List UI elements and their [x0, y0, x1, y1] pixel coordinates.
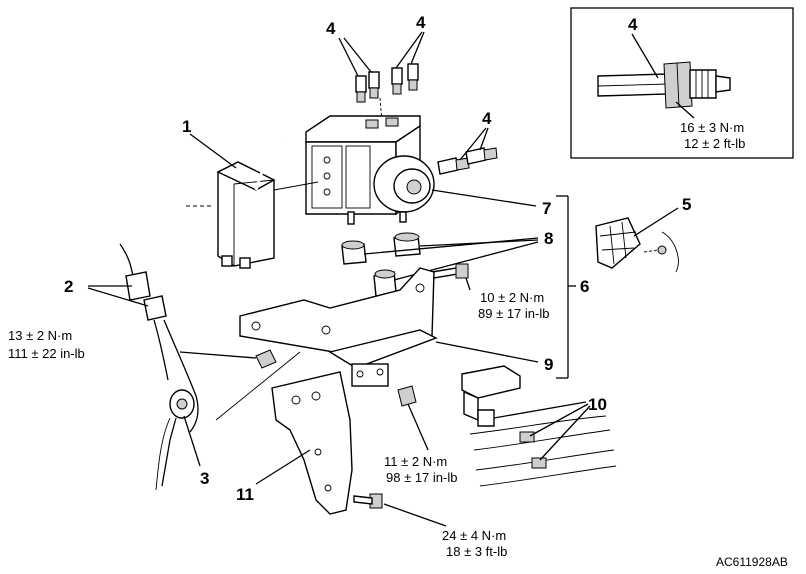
lower-bracket: [255, 371, 353, 515]
torque-lower-nm: 11 ± 2 N·m: [384, 454, 447, 469]
torque-left-nm: 13 ± 2 N·m: [8, 328, 72, 343]
callout-6: 6: [580, 277, 589, 296]
callout-2: 2: [64, 277, 73, 296]
lower-mounting-nut: [397, 385, 429, 451]
wheel-speed-sensor: [87, 243, 301, 491]
torque-lower-inlb: 98 ± 17 in-lb: [386, 470, 457, 485]
torque-bottom-nm: 24 ± 4 N·m: [442, 528, 506, 543]
callout-7: 7: [542, 199, 551, 218]
abs-ecu-module: [186, 133, 319, 269]
fitting: [355, 75, 367, 103]
harness-clip: [595, 207, 679, 273]
callout-9: 9: [544, 355, 553, 374]
brake-line-fittings-side: [437, 127, 498, 175]
torque-inset-ftlb: 12 ± 2 ft-lb: [684, 136, 745, 151]
left-mounting-nut: [179, 349, 277, 369]
torque-bottom-ftlb: 18 ± 3 ft-lb: [446, 544, 507, 559]
upper-bracket: [239, 267, 539, 387]
bottom-bolt: [353, 493, 447, 527]
fitting: [407, 63, 419, 91]
callout-4-top-right: 4: [416, 13, 426, 32]
bracket-group-brace: [556, 195, 576, 379]
callout-4-inset: 4: [628, 15, 638, 34]
brake-line-fittings-top: [338, 31, 425, 123]
callout-3: 3: [200, 469, 209, 488]
hydraulic-unit: [305, 115, 537, 225]
callout-1: 1: [182, 117, 191, 136]
fitting: [368, 71, 380, 99]
bracket-bolt: [431, 263, 471, 291]
inset-detail: [570, 7, 794, 159]
torque-left-inlb: 111 ± 22 in-lb: [8, 346, 85, 361]
callout-11: 11: [236, 485, 254, 504]
brake-line-clips: [461, 365, 617, 487]
figure-code: AC611928AB: [716, 555, 788, 569]
fitting: [391, 67, 403, 95]
callout-4-side: 4: [482, 109, 492, 128]
torque-bracket-inlb: 89 ± 17 in-lb: [478, 306, 549, 321]
callout-8: 8: [544, 229, 553, 248]
torque-bracket-nm: 10 ± 2 N·m: [480, 290, 544, 305]
rubber-isolators: [341, 232, 539, 297]
callout-10: 10: [588, 395, 607, 414]
callout-5: 5: [682, 195, 691, 214]
callout-4-top-left: 4: [326, 19, 336, 38]
torque-inset-nm: 16 ± 3 N·m: [680, 120, 744, 135]
